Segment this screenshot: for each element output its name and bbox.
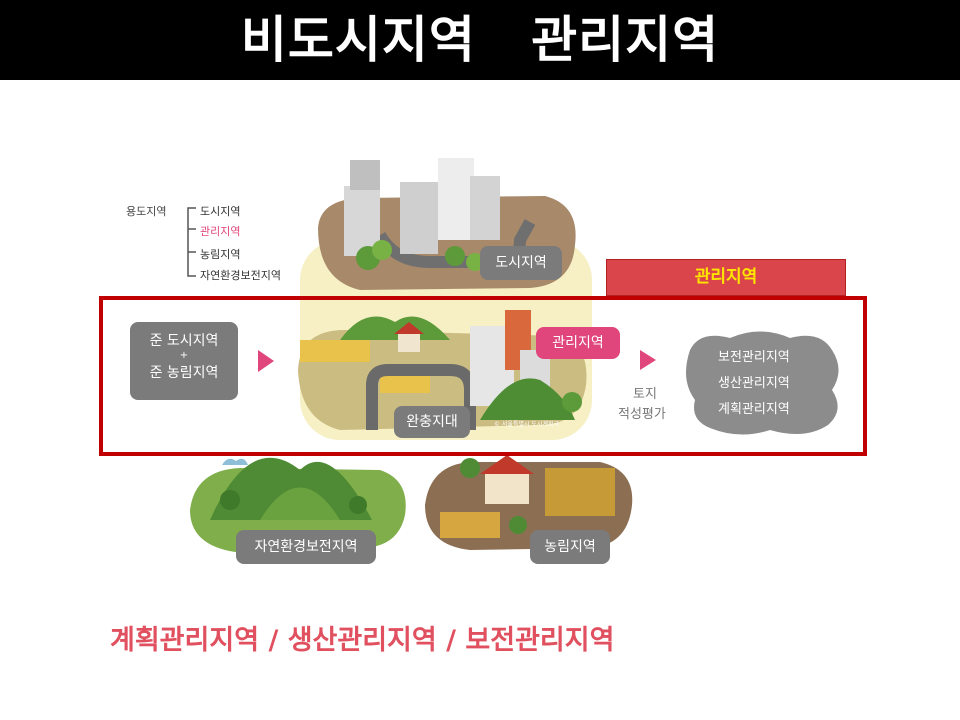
legend-bracket (187, 207, 196, 277)
result-conservation: 보전관리지역 (718, 350, 790, 365)
management-area-label: 관리지역 (536, 327, 620, 359)
eval-label-line2: 적성평가 (618, 407, 666, 422)
source-zones-pill: 준 도시지역 + 준 농림지역 (130, 322, 238, 400)
legend-title: 용도지역 (126, 205, 167, 218)
management-zone-header: 관리지역 (606, 259, 846, 296)
mountain-left (340, 316, 450, 340)
management-subtypes-text: 계획관리지역 / 생산관리지역 / 보전관리지역 (110, 625, 615, 656)
farm-tree (460, 458, 480, 478)
buffer-zone-label: 완충지대 (394, 406, 470, 438)
management-road (366, 364, 476, 430)
legend-item-urban: 도시지역 (200, 205, 241, 218)
legend-item-agriculture: 농림지역 (200, 248, 241, 261)
natural-mountains (210, 457, 372, 520)
agriculture-area-label: 농림지역 (530, 530, 610, 564)
nature-area-label: 자연환경보전지역 (236, 530, 376, 564)
arrow-right-icon-2 (640, 350, 656, 370)
farm-crops (440, 468, 615, 538)
result-cloud (686, 331, 839, 435)
result-production: 생산관리지역 (718, 376, 790, 391)
wheat-field (300, 340, 430, 393)
legend-item-management: 관리지역 (200, 225, 241, 238)
source-line2: 준 농림지역 (149, 365, 219, 381)
arrow-right-icon (258, 350, 274, 372)
urban-buildings (344, 158, 500, 256)
highlight-frame (99, 296, 867, 456)
result-planning: 계획관리지역 (718, 402, 790, 417)
urban-area-label: 도시지역 (480, 246, 562, 280)
source-credit: © 서울특별시 도시계획국 (494, 421, 560, 428)
farm-house (480, 455, 534, 504)
cloud-icon (222, 458, 248, 465)
urban-trees (356, 240, 484, 271)
mountain-right (480, 378, 575, 420)
natural-trees (220, 490, 367, 514)
source-line1: 준 도시지역 (149, 333, 219, 349)
plus-sign: + (179, 350, 189, 361)
title-bar (0, 0, 960, 80)
legend-item-nature: 자연환경보전지역 (200, 269, 281, 282)
tree-right (562, 392, 582, 412)
page-title: 비도시지역 관리지역 (240, 11, 720, 69)
eval-label-line1: 토지 (633, 387, 657, 402)
